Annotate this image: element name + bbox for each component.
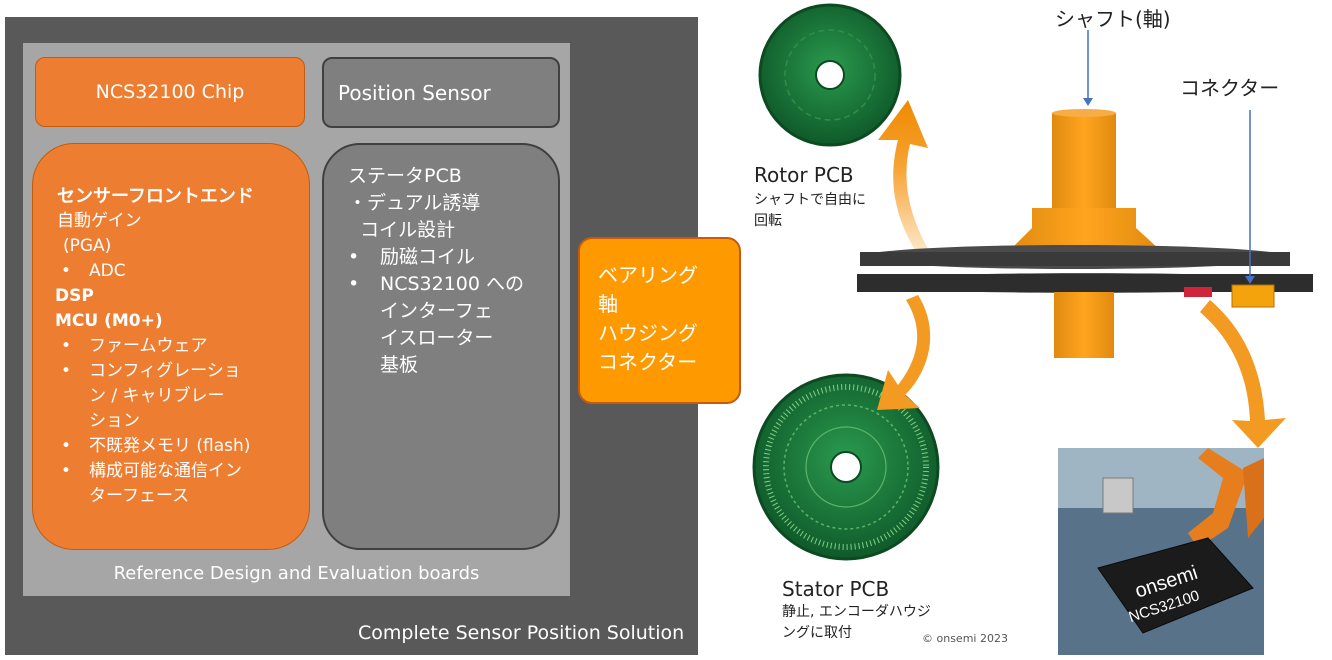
frontend-line-autogain: 自動ゲイン [57, 211, 142, 231]
rotor-pcb-subtitle: シャフトで自由に 回転 [754, 192, 866, 229]
stator-pcb-title: Stator PCB [782, 577, 890, 601]
adc-label: ADC [89, 261, 126, 281]
ncs32100-chip-box: NCS32100 Chip [35, 57, 305, 127]
rotor-pcb-image [758, 3, 902, 147]
copyright-label: © onsemi 2023 [922, 632, 1008, 645]
stator-heading: ステータPCB [348, 165, 462, 187]
connector-arrow [1200, 300, 1286, 448]
bearing-line-1: ベアリング [598, 263, 698, 287]
frontend-bullet-flash: •不既発メモリ (flash) [57, 434, 299, 459]
reference-design-label: Reference Design and Evaluation boards [113, 563, 480, 584]
rotor-pcb-title: Rotor PCB [754, 163, 854, 187]
bearing-line-3: ハウジング [598, 321, 698, 345]
config-label: コンフィグレーショ ン / キャリブレー ション [89, 361, 241, 431]
photo-illustration: onsemi NCS32100 [1058, 448, 1264, 655]
frontend-bullet-config: •コンフィグレーショ ン / キャリブレー ション [57, 359, 299, 434]
bearing-line-2: 軸 [598, 292, 618, 316]
stator-item-excitation: •励磁コイル [348, 244, 550, 271]
stator-pcb-subtitle: 静止, エンコーダハウジ ングに取付 [782, 604, 931, 641]
stator-arrow [877, 295, 931, 410]
interface-label: 構成可能な通信イン ターフェース [89, 461, 242, 506]
flash-label: 不既発メモリ (flash) [89, 436, 251, 456]
frontend-heading: センサーフロントエンド [57, 186, 254, 207]
frontend-bullet-adc: •ADC [57, 259, 299, 284]
position-sensor-label: Position Sensor [338, 80, 491, 105]
stator-pcb-image [752, 373, 940, 561]
position-sensor-box: Position Sensor [322, 57, 560, 128]
connector-label: コネクター [1180, 76, 1280, 100]
frontend-mcu: MCU (M0+) [55, 311, 163, 331]
robot-arm-chip-photo: onsemi NCS32100 [1058, 448, 1264, 655]
frontend-bullet-interface: •構成可能な通信イン ターフェース [57, 459, 299, 509]
stator-item-dual-coil: ・デュアル誘導 コイル設計 [348, 192, 481, 241]
stator-item-interface: •NCS32100 への インターフェ イスローター 基板 [348, 271, 550, 379]
frontend-line-pga: (PGA) [63, 236, 112, 256]
chip-label: NCS32100 Chip [95, 81, 245, 103]
rotor-interface-label: NCS32100 への インターフェ イスローター 基板 [380, 273, 525, 376]
firmware-label: ファームウェア [89, 336, 208, 356]
shaft-label: シャフト(軸) [1055, 7, 1171, 31]
frontend-bullet-firmware: •ファームウェア [57, 334, 299, 359]
frontend-dsp: DSP [55, 286, 94, 306]
stator-pcb-box: ステータPCB ・デュアル誘導 コイル設計 •励磁コイル •NCS32100 へ… [322, 143, 560, 550]
complete-solution-label: Complete Sensor Position Solution [358, 622, 685, 644]
bearing-line-4: コネクター [598, 350, 698, 374]
rotor-arrow [878, 100, 935, 265]
sensor-frontend-box: センサーフロントエンド 自動ゲイン (PGA) •ADC DSP MCU (M0… [32, 143, 310, 550]
excitation-label: 励磁コイル [380, 246, 476, 268]
bearing-box: ベアリング 軸 ハウジング コネクター [578, 237, 741, 404]
